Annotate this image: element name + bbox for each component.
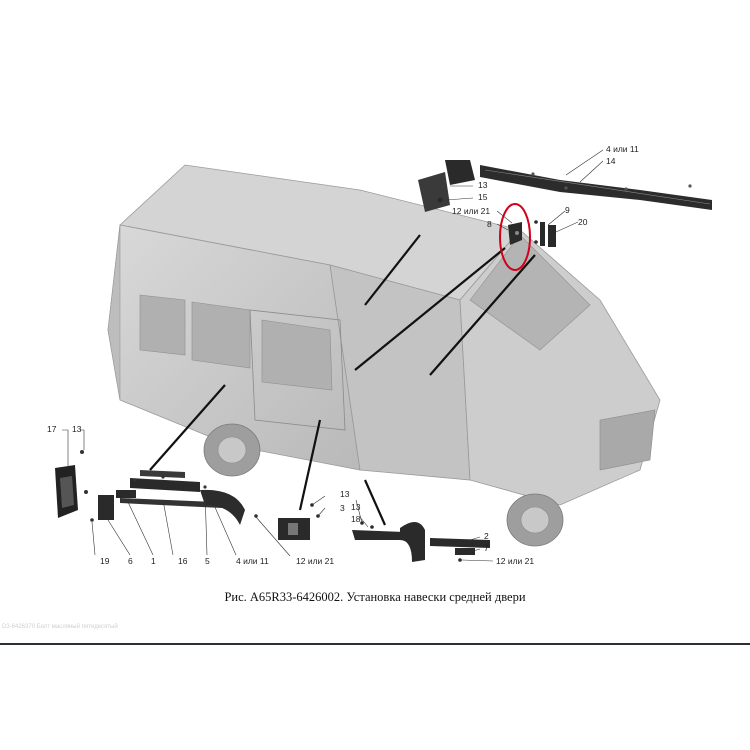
figure-caption: Рис. A65R33-6426002. Установка навески с… [224, 590, 526, 604]
highlight-ring [499, 203, 531, 271]
sliding-door [249, 309, 346, 431]
callout-14: 14 [606, 156, 616, 166]
callout-7: 7 [484, 543, 489, 553]
striker-parts [534, 220, 556, 247]
front-wheel [506, 493, 564, 547]
van-rear [107, 224, 121, 401]
upper-bracket [508, 222, 522, 245]
callout-12-or-21: 12 или 21 [496, 556, 534, 566]
upper-rail [480, 165, 712, 210]
callout-1: 1 [151, 556, 156, 566]
callout-8: 8 [487, 219, 492, 229]
callout-3: 3 [340, 503, 345, 513]
callout-4-or-11: 4 или 11 [236, 556, 269, 566]
lower-right-roller [352, 521, 490, 562]
pointer-lines [149, 234, 536, 526]
callout-13: 13 [351, 502, 361, 512]
callout-2: 2 [484, 531, 489, 541]
lower-left-hinge [55, 450, 258, 525]
bottom-divider [0, 643, 750, 645]
callout-19: 19 [100, 556, 110, 566]
callout-15: 15 [478, 192, 488, 202]
callout-16: 16 [178, 556, 188, 566]
faint-watermark-text: D3-6426370 Болт масляный пятидесятый [2, 624, 118, 630]
van-side-windows [139, 294, 333, 391]
van-grille [599, 409, 656, 471]
callout-5: 5 [205, 556, 210, 566]
lower-middle-bracket [278, 503, 320, 540]
callout-20: 20 [578, 217, 588, 227]
callout-13: 13 [478, 180, 488, 190]
callout-17: 17 [47, 424, 57, 434]
callout-4-or-11: 4 или 11 [606, 144, 639, 154]
callout-12-or-21: 12 или 21 [452, 206, 490, 216]
callout-13: 13 [72, 424, 82, 434]
callout-12-or-21: 12 или 21 [296, 556, 334, 566]
van-illustration [107, 164, 661, 547]
leader-lines [62, 149, 604, 562]
callout-13: 13 [340, 489, 350, 499]
upper-hinge-assembly [418, 160, 475, 212]
callout-9: 9 [565, 205, 570, 215]
callout-labels: 17 13 19 6 1 16 5 4 или 11 12 или 21 13 … [47, 144, 639, 566]
van-windshield [469, 234, 591, 351]
callout-6: 6 [128, 556, 133, 566]
callout-18: 18 [351, 514, 361, 524]
rear-wheel [203, 423, 261, 477]
